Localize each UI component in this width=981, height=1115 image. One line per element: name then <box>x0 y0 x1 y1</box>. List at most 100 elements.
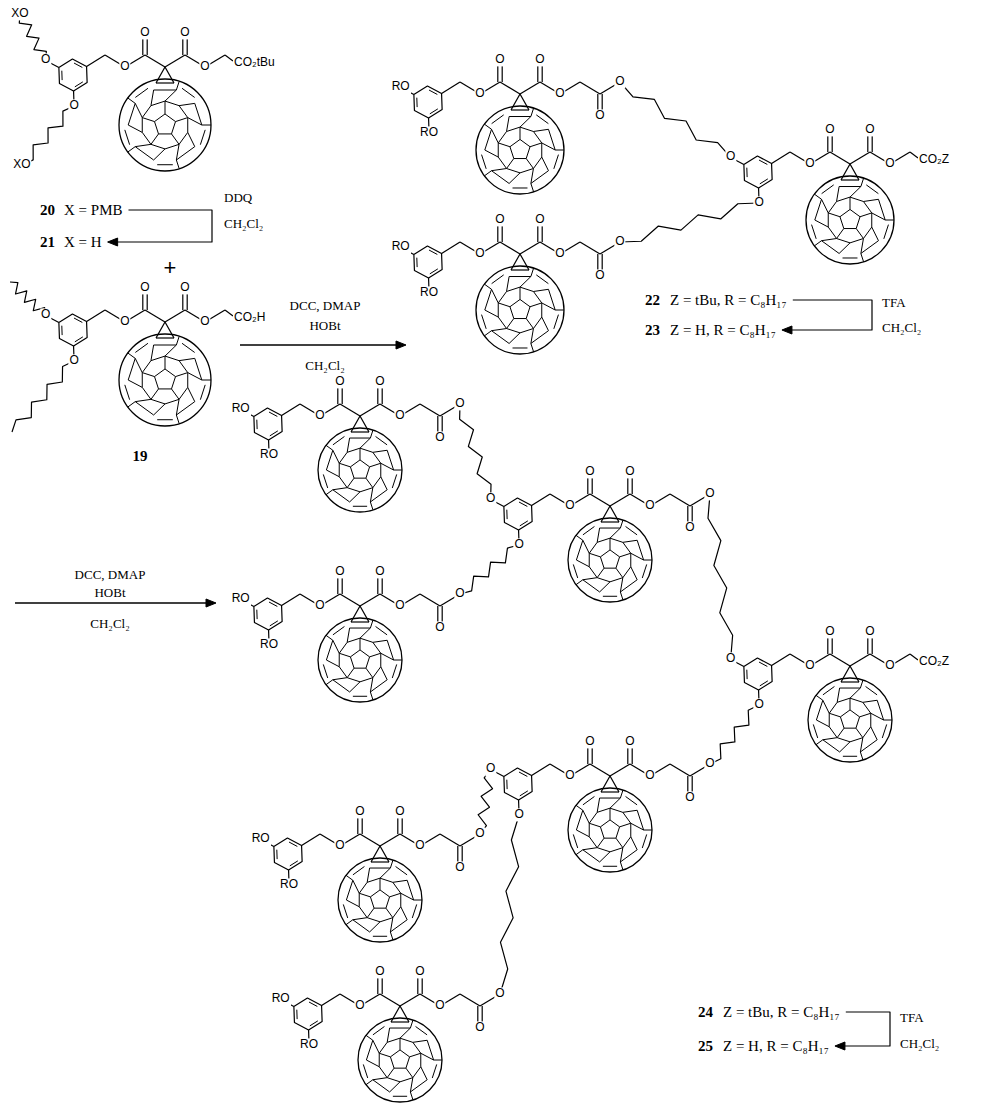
reaction-arrow <box>240 344 398 345</box>
fullerene-bond <box>359 878 401 922</box>
bond-line <box>346 920 353 925</box>
bond-line <box>373 1026 385 1034</box>
bond-line <box>837 688 839 702</box>
bond-line <box>326 470 339 477</box>
bond-line <box>339 653 350 657</box>
fullerene-bond <box>510 299 530 318</box>
bond-line <box>601 521 619 522</box>
bond-line <box>61 326 62 335</box>
bond-line <box>387 1068 394 1078</box>
bond-line <box>620 580 637 592</box>
bond-line <box>860 213 872 217</box>
bond-line <box>432 1064 436 1078</box>
fullerene-outline <box>318 428 402 512</box>
benzene-ring <box>59 59 87 91</box>
atom-label: O <box>454 397 465 410</box>
bond-line <box>828 213 840 217</box>
bond-line <box>366 1035 373 1040</box>
bond-line <box>135 402 153 415</box>
bond-line <box>850 666 859 682</box>
atom-label: O <box>314 599 325 612</box>
bond-line <box>576 830 589 837</box>
bond-line <box>841 681 859 682</box>
bond-line <box>359 893 370 897</box>
bond-line <box>485 289 492 310</box>
bond-line <box>135 103 142 117</box>
bond-line <box>601 776 610 792</box>
benzene-ring <box>414 86 442 118</box>
bond-line <box>642 834 646 848</box>
bond-line <box>492 129 499 143</box>
bond-line <box>823 738 837 740</box>
bond-line <box>759 662 767 666</box>
bond-line <box>165 310 185 322</box>
bond-line <box>555 150 564 151</box>
bond-line <box>125 385 130 400</box>
bond-line <box>813 724 817 738</box>
alkyl-chain <box>710 705 759 764</box>
bond-line <box>296 1010 297 1019</box>
bond-line <box>165 356 166 369</box>
bond-line <box>410 1078 412 1092</box>
bond-line <box>850 164 859 180</box>
fullerene-outline <box>808 678 892 762</box>
bond-line <box>165 55 185 67</box>
bond-line <box>350 628 371 629</box>
atom-label: O <box>753 698 764 711</box>
bond-line <box>367 868 369 882</box>
fullerene-bond <box>390 1050 409 1068</box>
bond-line <box>644 560 652 561</box>
bond-line <box>620 592 623 600</box>
bond-line <box>583 578 597 580</box>
atom-label: O <box>684 791 695 804</box>
bond-line <box>620 862 623 870</box>
bond-line <box>839 243 850 254</box>
bond-line <box>360 416 369 432</box>
fullerene-bond <box>339 448 381 492</box>
bond-line <box>360 438 370 448</box>
atom-label: RO <box>419 126 439 139</box>
bond-line <box>326 450 332 470</box>
atom-label: O <box>374 375 385 388</box>
bond-line <box>442 242 460 254</box>
atom-label: O <box>434 431 445 444</box>
bond-line <box>200 385 205 400</box>
bond-line <box>837 187 840 202</box>
bond-line <box>884 225 889 239</box>
bond-line <box>580 242 600 254</box>
bond-line <box>370 430 373 438</box>
atom-label: O <box>434 999 445 1012</box>
bond-line <box>333 450 339 463</box>
bond-line <box>429 90 437 94</box>
benzene-ring <box>744 658 772 690</box>
atom-label: O <box>354 805 365 818</box>
bond-line <box>302 834 320 846</box>
atom-label: O <box>40 309 51 322</box>
atom-label: RO <box>271 993 291 1006</box>
benzene-ring <box>274 838 302 870</box>
bond-line <box>616 838 623 848</box>
bond-line <box>370 653 381 657</box>
bond-line <box>370 692 373 700</box>
fullerene-outline <box>119 79 211 171</box>
bond-line <box>347 628 349 642</box>
bond-line <box>87 55 105 67</box>
bond-line <box>500 82 520 94</box>
atom-label: O <box>564 499 575 512</box>
bond-line <box>576 560 589 567</box>
bond-line <box>380 878 381 890</box>
reagent-label: HOBt <box>94 586 125 600</box>
bond-line <box>822 239 837 241</box>
bond-line <box>850 688 860 698</box>
bond-line <box>583 848 597 850</box>
bond-line <box>326 490 333 495</box>
bond-line <box>371 846 380 862</box>
bond-line <box>380 994 400 1006</box>
atom-label: O <box>725 151 736 164</box>
bond-line <box>573 564 577 578</box>
fullerene-bond <box>142 101 187 149</box>
bond-line <box>492 289 499 303</box>
bond-line <box>600 528 621 529</box>
bond-line <box>145 310 165 322</box>
